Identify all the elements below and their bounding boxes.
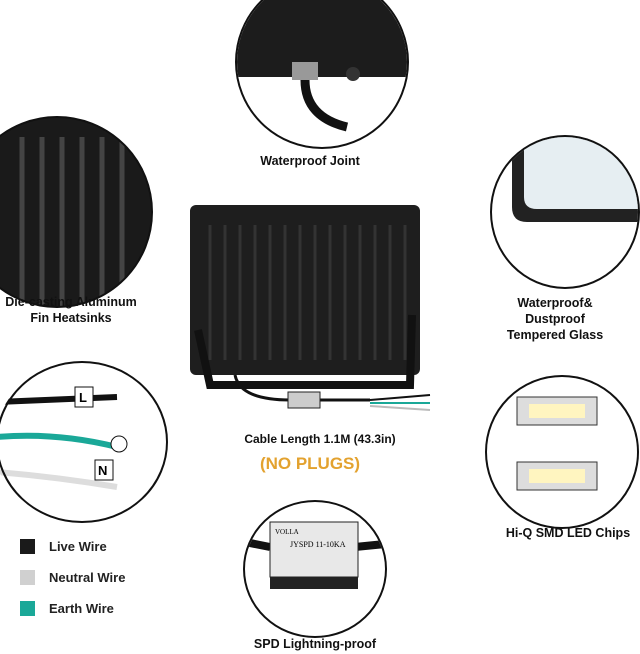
led-chips-detail — [485, 375, 639, 529]
waterproof-joint-label: Waterproof Joint — [260, 154, 360, 168]
wires-detail: L N — [0, 361, 168, 524]
tempered-glass-label: Waterproof& Dustproof Tempered Glass — [490, 295, 620, 343]
neutral-wire-swatch — [20, 570, 35, 585]
heatsink-detail — [0, 116, 153, 308]
glass-label-line2: Dustproof — [525, 312, 585, 326]
heatsink-label-line2: Fin Heatsinks — [30, 311, 112, 325]
earth-wire-swatch — [20, 601, 35, 616]
floodlight-product-image — [190, 205, 431, 411]
heatsink-label-line1: Die-casting Aluminum — [5, 295, 137, 309]
legend-label: Earth Wire — [49, 601, 114, 616]
legend-live-wire: Live Wire — [20, 539, 107, 554]
spd-label: SPD Lightning-proof — [253, 637, 377, 651]
legend-earth-wire: Earth Wire — [20, 601, 114, 616]
heatsink-label: Die-casting Aluminum Fin Heatsinks — [0, 294, 142, 326]
spd-model: JYSPD 11-10KA — [290, 540, 346, 549]
glass-label-line1: Waterproof& — [517, 296, 593, 310]
no-plugs-label: (NO PLUGS) — [259, 454, 361, 473]
spd-brand: VOLLA — [275, 528, 299, 536]
glass-label-line3: Tempered Glass — [506, 328, 604, 342]
neutral-wire-tag: N — [98, 463, 107, 478]
led-chips-label: Hi-Q SMD LED Chips — [505, 526, 631, 540]
tempered-glass-detail — [490, 135, 640, 289]
live-wire-swatch — [20, 539, 35, 554]
cable-length-label: Cable Length 1.1M (43.3in) — [244, 432, 396, 446]
live-wire-tag: L — [79, 390, 87, 405]
spd-detail: VOLLA JYSPD 11-10KA — [243, 500, 387, 638]
legend-label: Live Wire — [49, 539, 107, 554]
legend-neutral-wire: Neutral Wire — [20, 570, 125, 585]
legend-label: Neutral Wire — [49, 570, 126, 585]
waterproof-joint-detail — [235, 0, 409, 149]
